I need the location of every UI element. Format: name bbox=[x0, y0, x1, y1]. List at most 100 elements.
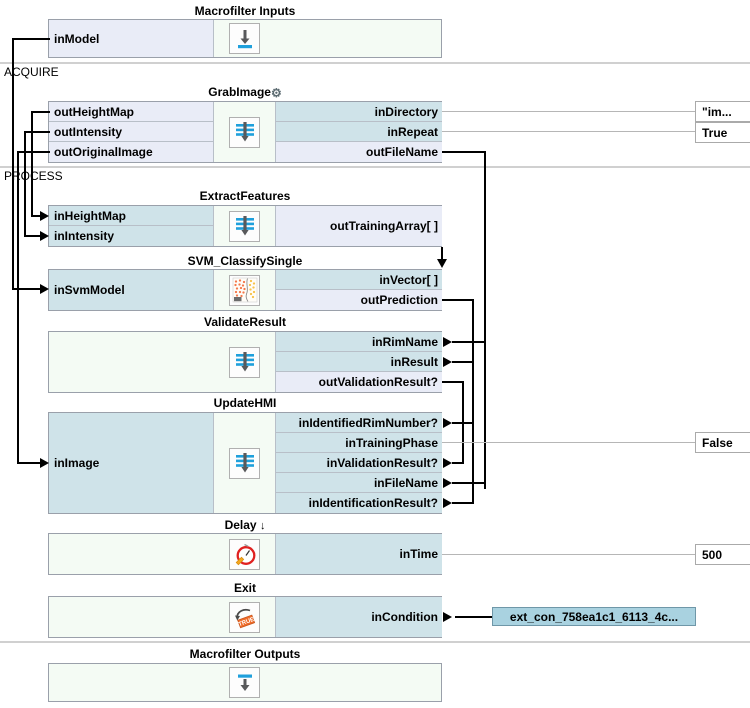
wire-outFileName-out bbox=[442, 151, 486, 153]
port-outPrediction[interactable]: outPrediction bbox=[275, 290, 442, 310]
icon-cell-macrofilter-inputs bbox=[215, 20, 274, 57]
port-inHeightMap[interactable]: inHeightMap bbox=[49, 206, 214, 226]
wire-extconn-to-incondition bbox=[455, 616, 492, 618]
wire-outIntensity-to-inintensity bbox=[24, 235, 46, 237]
port-outOriginalImage[interactable]: outOriginalImage bbox=[49, 142, 214, 162]
wire-outPrediction-bus bbox=[472, 299, 474, 504]
wire-outValidationResult-down bbox=[462, 381, 464, 463]
port-outValidationResult[interactable]: outValidationResult? bbox=[275, 372, 442, 392]
value-inTime[interactable]: 500 bbox=[695, 544, 750, 565]
port-inModel[interactable]: inModel bbox=[49, 20, 214, 57]
leader-inTime bbox=[442, 554, 695, 555]
wire-outFileName-to-infilename bbox=[452, 482, 486, 484]
section-label-acquire: ACQUIRE bbox=[4, 65, 59, 79]
arrow-inidentifiedrimnumber bbox=[443, 418, 452, 428]
block-title-macrofilter-outputs: Macrofilter Outputs bbox=[189, 647, 301, 661]
block-title-updatehmi: UpdateHMI bbox=[213, 396, 277, 410]
filter-stack-icon bbox=[229, 210, 260, 242]
port-inValidationResult[interactable]: inValidationResult? bbox=[275, 453, 442, 473]
icon-cell-grabimage bbox=[215, 102, 274, 162]
block-title-svm-classifysingle: SVM_ClassifySingle bbox=[187, 254, 303, 268]
value-inTrainingPhase[interactable]: False bbox=[695, 432, 750, 453]
port-outIntensity[interactable]: outIntensity bbox=[49, 122, 214, 142]
macrofilter-output-icon-glyph bbox=[237, 674, 252, 691]
divider-outputs bbox=[0, 641, 750, 643]
block-title-extractfeatures: ExtractFeatures bbox=[199, 189, 291, 203]
block-title-grabimage-text: GrabImage bbox=[208, 85, 271, 99]
wire-outOriginalImage-out bbox=[17, 151, 50, 153]
wire-outTrainingArray-down bbox=[441, 247, 443, 261]
wire-outPrediction-to-inresult bbox=[452, 361, 474, 363]
leader-inTrainingPhase bbox=[442, 442, 695, 443]
icon-cell-svm-classifysingle bbox=[215, 270, 274, 310]
arrow-inidentificationresult bbox=[443, 498, 452, 508]
block-title-grabimage: GrabImage⚙ bbox=[140, 85, 350, 100]
wire-outOriginalImage-down bbox=[17, 151, 19, 463]
block-title-macrofilter-inputs: Macrofilter Inputs bbox=[194, 4, 296, 18]
port-inResult[interactable]: inResult bbox=[275, 352, 442, 372]
port-inCondition[interactable]: inCondition bbox=[275, 597, 442, 637]
port-inIdentifiedRimNumber[interactable]: inIdentifiedRimNumber? bbox=[275, 413, 442, 433]
divider-acquire bbox=[0, 62, 750, 64]
icon-cell-updatehmi bbox=[215, 413, 274, 513]
wire-outIntensity-down bbox=[24, 131, 26, 236]
wire-outHeightMap-to-inheightmap bbox=[31, 215, 46, 217]
icon-cell-macrofilter-outputs bbox=[215, 664, 274, 701]
leader-inDirectory bbox=[442, 111, 695, 112]
port-inIdentificationResult[interactable]: inIdentificationResult? bbox=[275, 493, 442, 513]
wire-outOriginalImage-to-inimage bbox=[17, 462, 46, 464]
wire-outPrediction-to-inidentificationresult bbox=[452, 502, 474, 504]
port-inTime[interactable]: inTime bbox=[275, 534, 442, 574]
arrow-infilename bbox=[443, 478, 452, 488]
port-inVector[interactable]: inVector[ ] bbox=[275, 270, 442, 290]
port-outTrainingArray[interactable]: outTrainingArray[ ] bbox=[275, 206, 442, 246]
wire-outIntensity-out bbox=[24, 131, 50, 133]
value-inDirectory[interactable]: "im... bbox=[695, 101, 750, 122]
filter-stack-icon bbox=[229, 447, 260, 479]
gear-icon[interactable]: ⚙ bbox=[270, 86, 282, 100]
wire-outFileName-to-inrimname bbox=[452, 341, 486, 343]
wire-outValidationResult-out bbox=[442, 381, 464, 383]
icon-cell-delay bbox=[215, 534, 274, 574]
exit-true-icon: TRUE bbox=[229, 601, 260, 633]
port-outHeightMap[interactable]: outHeightMap bbox=[49, 102, 214, 122]
filter-stack-icon bbox=[229, 346, 260, 378]
block-title-exit: Exit bbox=[233, 581, 256, 595]
port-inRepeat[interactable]: inRepeat bbox=[275, 122, 442, 142]
filter-stack-icon-glyph bbox=[235, 453, 254, 473]
arrow-inimage bbox=[40, 458, 49, 468]
svm-icon bbox=[229, 274, 260, 306]
port-outFileName[interactable]: outFileName bbox=[275, 142, 442, 162]
stopwatch-icon-glyph bbox=[235, 543, 255, 566]
port-inSvmModel[interactable]: inSvmModel bbox=[49, 270, 214, 310]
value-inRepeat[interactable]: True bbox=[695, 122, 750, 143]
port-inIntensity[interactable]: inIntensity bbox=[49, 226, 214, 246]
arrow-inrimname bbox=[443, 337, 452, 347]
svg-text:TRUE: TRUE bbox=[237, 617, 254, 628]
wire-outHeightMap-down bbox=[31, 111, 33, 216]
arrow-insvmmodel bbox=[40, 284, 49, 294]
ext-connection-badge[interactable]: ext_con_758ea1c1_6113_4c... bbox=[492, 607, 696, 626]
chevron-down-icon: ↓ bbox=[259, 520, 266, 532]
arrow-invector bbox=[437, 259, 447, 268]
wire-outPrediction-out bbox=[442, 299, 474, 301]
filter-stack-icon-glyph bbox=[235, 352, 254, 372]
wire-outFileName-bus bbox=[484, 151, 486, 489]
port-inDirectory[interactable]: inDirectory bbox=[275, 102, 442, 122]
wire-inModel-to-insvmmodel bbox=[12, 288, 46, 290]
arrow-invalidationresult bbox=[443, 458, 452, 468]
wire-inModel-out bbox=[12, 38, 50, 40]
arrow-incondition bbox=[443, 612, 452, 622]
block-title-delay-text: Delay bbox=[224, 518, 257, 532]
port-inFileName[interactable]: inFileName bbox=[275, 473, 442, 493]
leader-inRepeat bbox=[442, 131, 695, 132]
port-inRimName[interactable]: inRimName bbox=[275, 332, 442, 352]
port-inImage[interactable]: inImage bbox=[49, 413, 214, 513]
icon-cell-exit: TRUE bbox=[215, 597, 274, 637]
divider-process bbox=[0, 166, 750, 168]
block-title-delay: Delay ↓ bbox=[140, 518, 350, 532]
arrow-inheightmap bbox=[40, 211, 49, 221]
block-title-validateresult: ValidateResult bbox=[203, 315, 287, 329]
port-inTrainingPhase[interactable]: inTrainingPhase bbox=[275, 433, 442, 453]
